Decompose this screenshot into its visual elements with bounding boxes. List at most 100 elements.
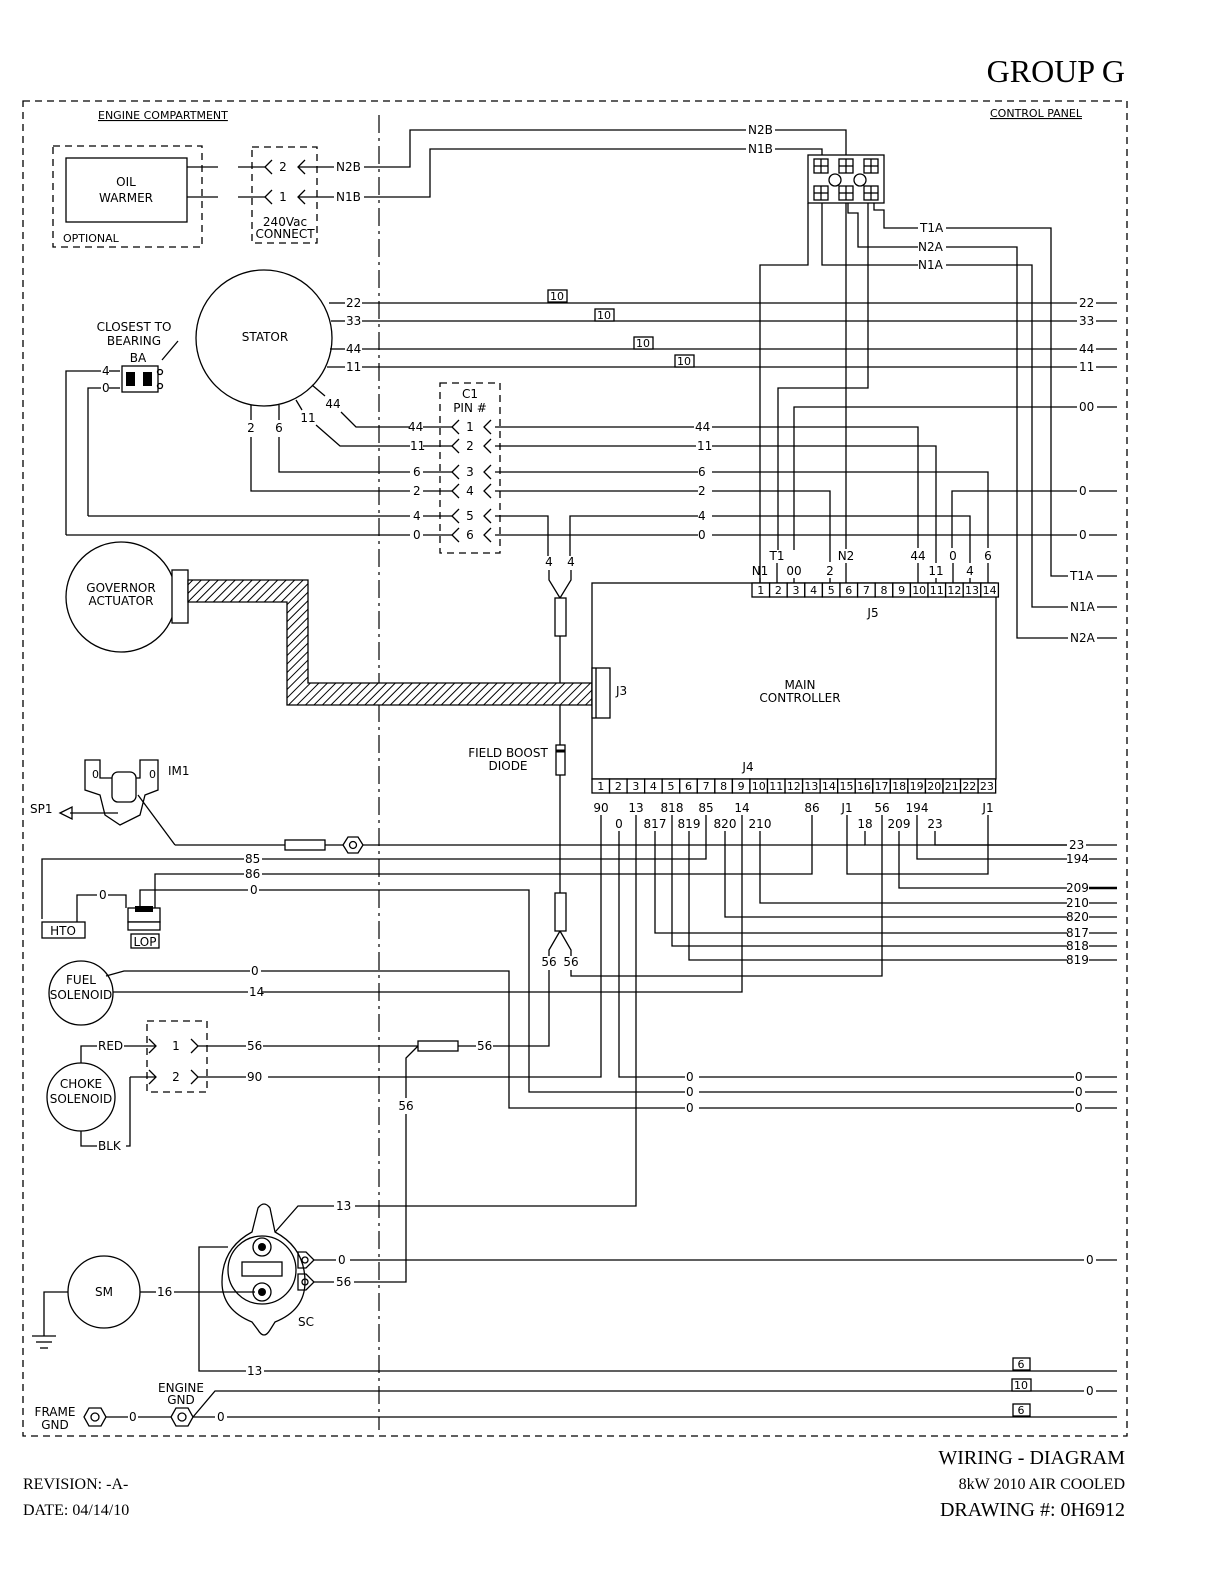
- svg-text:6: 6: [1018, 1404, 1025, 1417]
- drawing-number: DRAWING #: 0H6912: [940, 1499, 1125, 1521]
- wire-label-44-right: 44: [1079, 342, 1094, 356]
- wire-label-44-left: 44: [346, 342, 361, 356]
- svg-text:T1: T1: [769, 549, 785, 563]
- svg-text:6: 6: [413, 465, 421, 479]
- c1-connector: [439, 382, 501, 554]
- choke-red-label: RED: [98, 1039, 123, 1053]
- svg-text:10: 10: [677, 355, 691, 368]
- j4-pin: [977, 778, 997, 794]
- optional-label: OPTIONAL: [63, 232, 120, 245]
- c1-pin-arrow: [483, 527, 492, 543]
- svg-text:44: 44: [695, 420, 710, 434]
- choke-solenoid-label-2: SOLENOID: [50, 1092, 113, 1106]
- svg-text:0: 0: [250, 883, 258, 897]
- svg-text:6: 6: [698, 465, 706, 479]
- connect-240vac-box: [251, 146, 318, 244]
- svg-text:1: 1: [172, 1039, 180, 1053]
- wire-label-n1b-left: N1B: [336, 190, 361, 204]
- svg-text:56: 56: [336, 1275, 351, 1289]
- group-title: GROUP G: [987, 53, 1125, 89]
- c1-pin-label: PIN #: [453, 401, 487, 415]
- svg-text:2: 2: [775, 584, 782, 597]
- j5-pin: [980, 582, 1000, 598]
- svg-text:10: 10: [597, 309, 611, 322]
- svg-text:8: 8: [881, 584, 888, 597]
- svg-text:56: 56: [563, 955, 578, 969]
- wire-label-n2a: N2A: [918, 240, 944, 254]
- choke-connector: [146, 1020, 208, 1093]
- svg-text:11: 11: [930, 584, 944, 597]
- oil-warmer: [65, 157, 188, 223]
- svg-text:2: 2: [172, 1070, 180, 1084]
- j4-label: J4: [741, 760, 753, 774]
- svg-text:0: 0: [1079, 484, 1087, 498]
- svg-text:18: 18: [892, 780, 906, 793]
- svg-text:N1: N1: [752, 564, 769, 578]
- svg-text:14: 14: [822, 780, 836, 793]
- svg-text:J1: J1: [981, 801, 993, 815]
- svg-text:0: 0: [102, 381, 110, 395]
- svg-text:19: 19: [910, 780, 924, 793]
- svg-text:0: 0: [251, 964, 259, 978]
- control-panel-label: CONTROL PANEL: [990, 107, 1083, 120]
- field-boost-label-1: FIELD BOOST: [468, 746, 548, 760]
- c1-label: C1: [462, 387, 478, 401]
- svg-text:6: 6: [1018, 1358, 1025, 1371]
- im1-label: IM1: [168, 764, 190, 778]
- svg-text:5: 5: [828, 584, 835, 597]
- wire-label-t1a: T1A: [919, 221, 944, 235]
- engine-gnd-label-1: ENGINE: [158, 1381, 204, 1395]
- svg-text:4: 4: [102, 364, 110, 378]
- c1-pin-arrow: [483, 438, 492, 454]
- svg-text:818: 818: [661, 801, 684, 815]
- c1-pin-number: 2: [466, 439, 474, 453]
- svg-text:11: 11: [769, 780, 783, 793]
- j3-connector: [591, 667, 611, 719]
- svg-text:90: 90: [247, 1070, 262, 1084]
- svg-text:3: 3: [632, 780, 639, 793]
- svg-text:209: 209: [888, 817, 911, 831]
- svg-text:44: 44: [325, 397, 340, 411]
- svg-text:11: 11: [928, 564, 943, 578]
- svg-text:209: 209: [1066, 881, 1089, 895]
- svg-text:0: 0: [698, 528, 706, 542]
- svg-text:2: 2: [279, 160, 287, 174]
- svg-text:818: 818: [1066, 939, 1089, 953]
- fuel-solenoid-label-2: SOLENOID: [50, 988, 113, 1002]
- connect-label-2: CONNECT: [255, 227, 315, 241]
- svg-text:14: 14: [249, 985, 264, 999]
- svg-text:4: 4: [810, 584, 817, 597]
- c1-pin-arrow: [451, 438, 460, 454]
- starter-motor-label: SM: [95, 1285, 113, 1299]
- svg-text:0: 0: [949, 549, 957, 563]
- svg-text:8: 8: [720, 780, 727, 793]
- c1-pin-arrow: [483, 419, 492, 435]
- svg-text:819: 819: [678, 817, 701, 831]
- svg-text:0: 0: [99, 888, 107, 902]
- svg-text:4: 4: [413, 509, 421, 523]
- svg-text:4: 4: [698, 509, 706, 523]
- engine-gnd-terminal: [170, 1407, 194, 1427]
- svg-text:56: 56: [247, 1039, 262, 1053]
- svg-text:10: 10: [550, 290, 564, 303]
- svg-text:0: 0: [1086, 1384, 1094, 1398]
- oil-warmer-label-1: OIL: [116, 175, 136, 189]
- svg-text:7: 7: [863, 584, 870, 597]
- svg-text:44: 44: [408, 420, 423, 434]
- svg-text:12: 12: [787, 780, 801, 793]
- svg-text:22: 22: [962, 780, 976, 793]
- field-boost-label-2: DIODE: [488, 759, 527, 773]
- svg-text:4: 4: [650, 780, 657, 793]
- c1-pin-arrow: [451, 508, 460, 524]
- frame-gnd-label-1: FRAME: [35, 1405, 76, 1419]
- wire-label-n2b-left: N2B: [336, 160, 361, 174]
- svg-text:210: 210: [1066, 896, 1089, 910]
- svg-text:23: 23: [1069, 838, 1084, 852]
- c1-pin-arrow: [451, 419, 460, 435]
- svg-text:3: 3: [793, 584, 800, 597]
- svg-text:17: 17: [875, 780, 889, 793]
- revision: REVISION: -A-: [23, 1476, 128, 1493]
- svg-text:6: 6: [275, 421, 283, 435]
- fuel-solenoid-label-1: FUEL: [66, 973, 96, 987]
